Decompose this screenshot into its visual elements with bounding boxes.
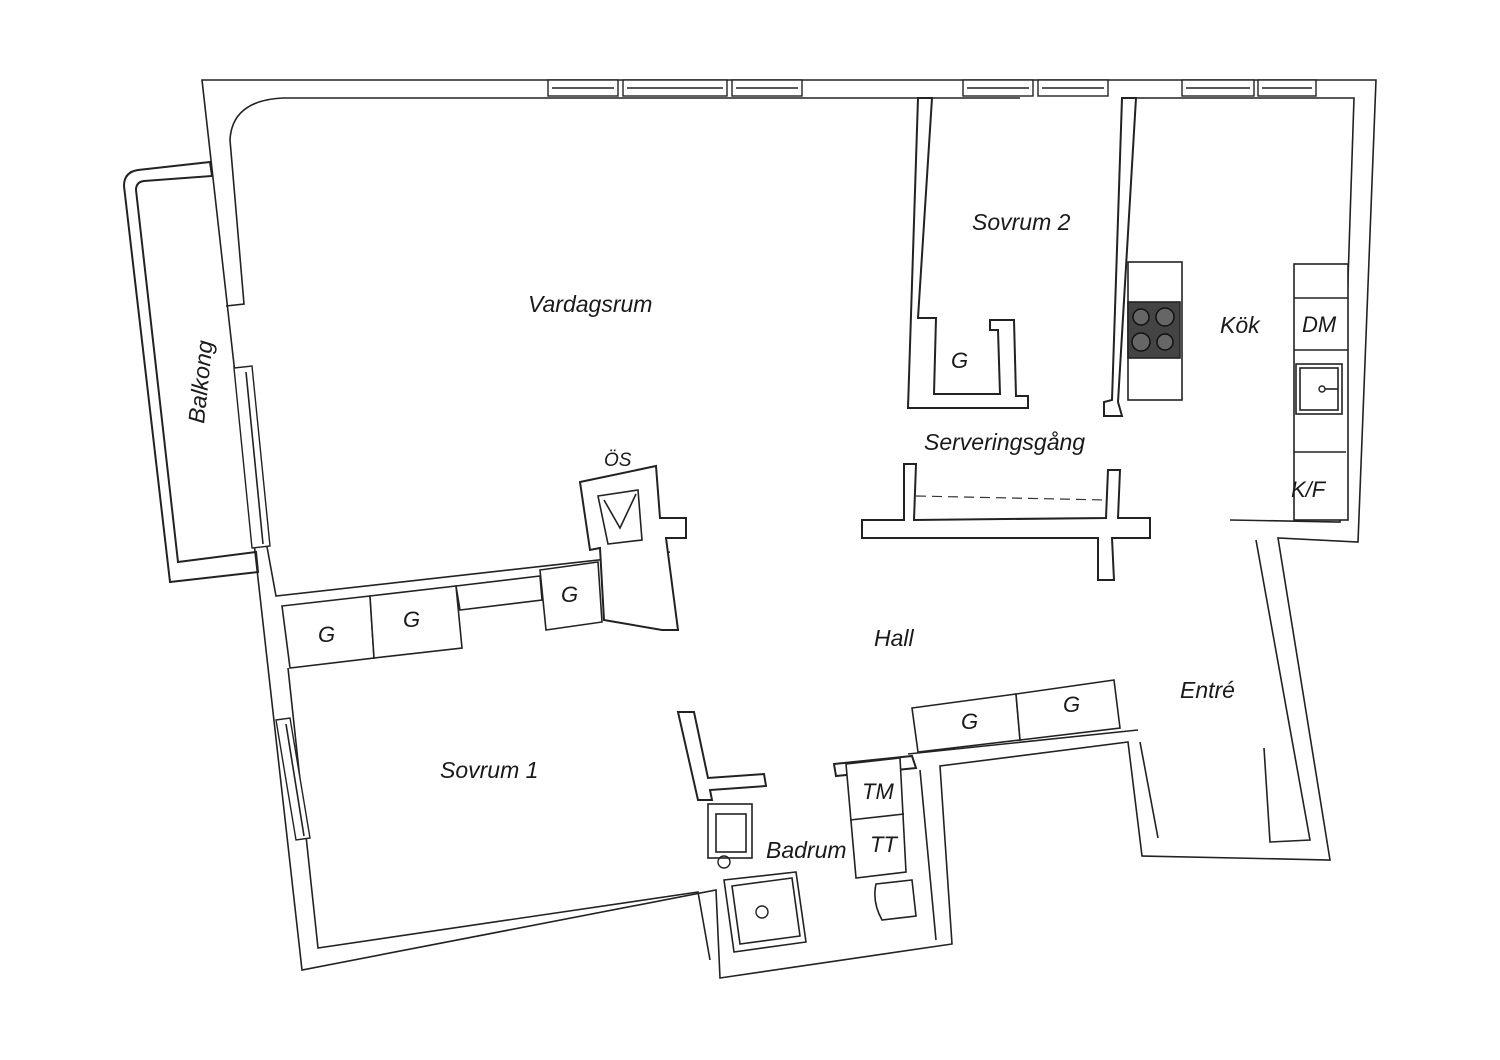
room-label-balkong: Balkong [183, 339, 218, 425]
outer-walls [201, 79, 1377, 979]
wardrobe-label: G [961, 709, 978, 734]
fridge-freezer-label: K/F [1291, 477, 1327, 502]
room-label-sovrum1: Sovrum 1 [440, 757, 538, 783]
room-label-sovrum2: Sovrum 2 [972, 209, 1071, 235]
windows [233, 79, 1317, 841]
room-label-vardagsrum: Vardagsrum [528, 291, 652, 317]
wardrobe-label: G [561, 582, 578, 607]
wardrobe-label: G [403, 607, 420, 632]
room-label-kok: Kök [1220, 312, 1261, 338]
fireplace-label: ÖS [604, 450, 632, 471]
kitchen [1127, 261, 1349, 521]
counter-dashed-line [915, 495, 1107, 501]
wardrobe-label: G [1063, 692, 1080, 717]
washing-machine-label: TM [862, 779, 894, 804]
wardrobe-label: G [951, 348, 968, 373]
room-label-entre: Entré [1180, 677, 1235, 703]
dishwasher-label: DM [1302, 312, 1337, 337]
room-label-hall: Hall [874, 625, 915, 651]
room-label-badrum: Badrum [766, 837, 847, 863]
wardrobe-label: G [318, 622, 335, 647]
wardrobes [281, 561, 1121, 753]
bathroom-fixtures [707, 757, 917, 953]
tumble-dryer-label: TT [870, 832, 898, 857]
balcony [122, 160, 260, 584]
room-label-serveringsgang: Serveringsgång [924, 429, 1085, 455]
